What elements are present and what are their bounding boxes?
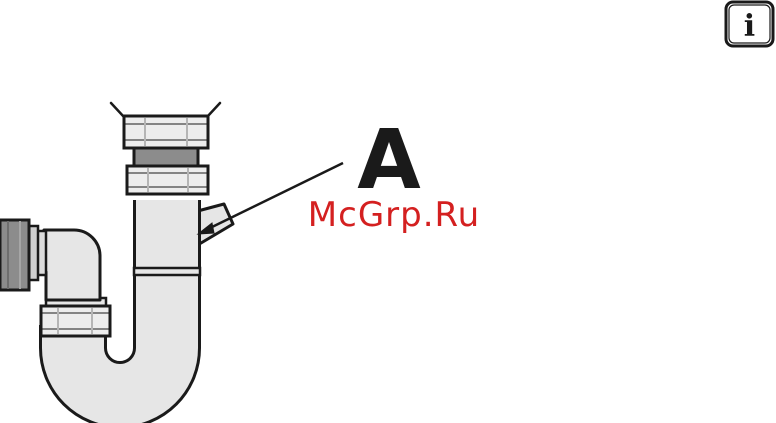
outlet-elbow [40, 230, 100, 300]
trap-outlet-nut [41, 298, 110, 336]
gasket-ring [134, 148, 198, 166]
info-icon[interactable]: i [726, 2, 773, 46]
outlet-couplings [0, 220, 46, 290]
upper-coupling-nut [127, 166, 208, 194]
info-icon-glyph: i [744, 9, 755, 44]
top-coupling-nut [124, 116, 208, 148]
watermark-text: McGrp.Ru [308, 195, 480, 235]
callout-label-a: A [357, 113, 421, 208]
pipe-clamp-band [134, 268, 200, 275]
